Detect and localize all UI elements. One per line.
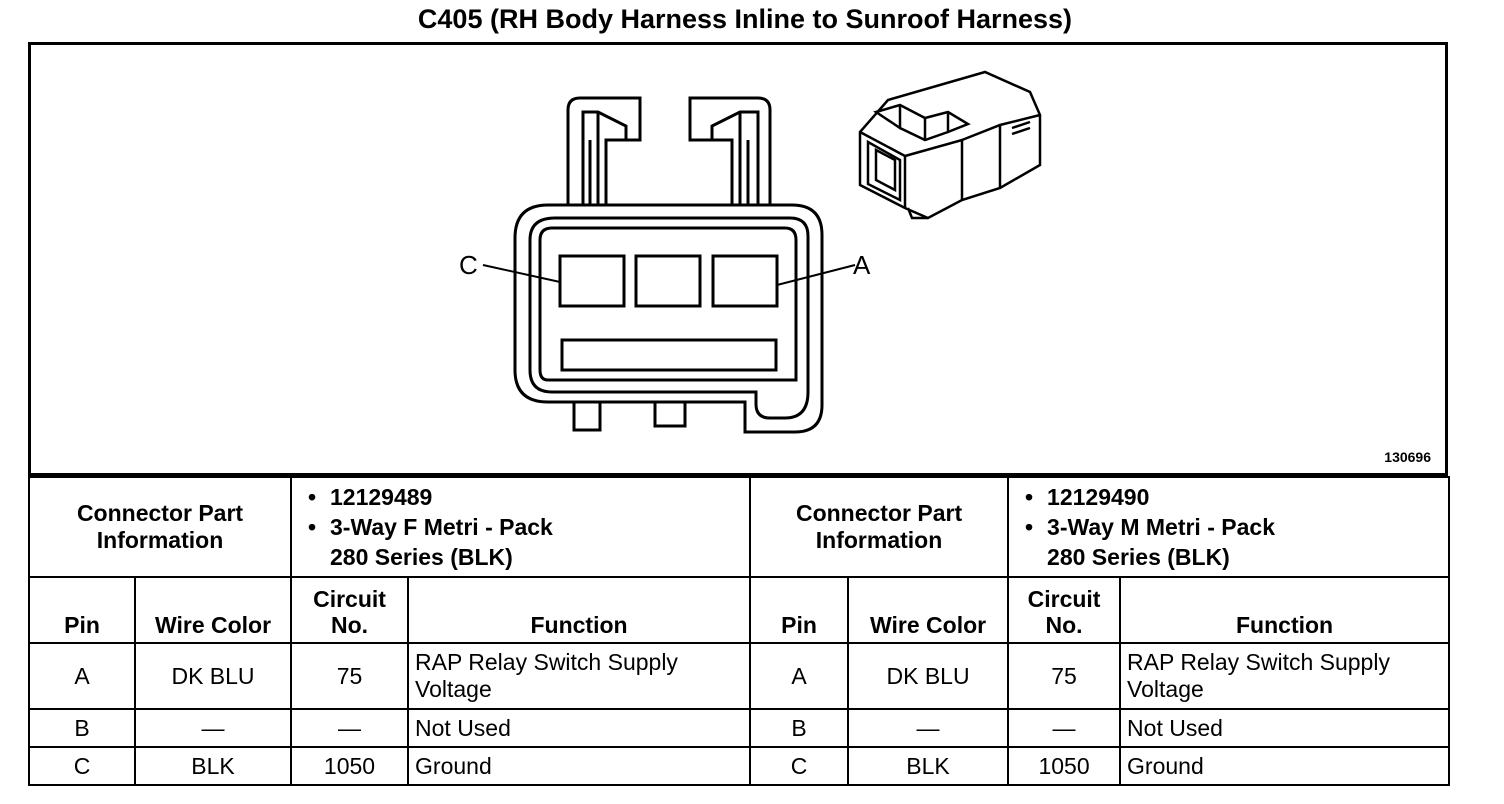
callout-a: A (853, 250, 871, 280)
left-part-number: 12129489 (330, 484, 433, 510)
header-wire-color: Wire Color (133, 576, 293, 644)
function-cell: Ground (1119, 746, 1451, 786)
circuit-cell: — (1007, 708, 1122, 748)
header-row: Pin Wire Color Circuit No. Function Pin … (28, 576, 1451, 644)
circuit-cell: 75 (290, 642, 410, 710)
wire-color-cell: DK BLU (847, 642, 1010, 710)
left-info-label: Connector Part Information (27, 476, 293, 578)
right-part-number: 12129490 (1047, 484, 1150, 510)
wire-color-cell: DK BLU (133, 642, 293, 710)
right-part-series: 280 Series (BLK) (1047, 544, 1230, 570)
wire-color-cell: BLK (133, 746, 293, 786)
function-cell: Not Used (407, 708, 752, 748)
connector-info-row: Connector Part Information •12129489 •3-… (27, 476, 1451, 578)
table-row: A DK BLU 75 RAP Relay Switch Supply Volt… (28, 642, 1451, 710)
pin-cell: B (749, 708, 850, 748)
wire-color-cell: BLK (847, 746, 1010, 786)
circuit-cell: 1050 (290, 746, 410, 786)
pin-cell: A (28, 642, 136, 710)
left-part-series: 280 Series (BLK) (330, 544, 513, 570)
connector-isometric-view (858, 70, 1042, 220)
pin-cell: C (749, 746, 850, 786)
cavity-a (711, 254, 779, 308)
right-part-info: •12129490 •3-Way M Metri - Pack 280 Seri… (1007, 476, 1451, 578)
right-info-label: Connector Part Information (749, 476, 1010, 578)
cavity-b (634, 254, 702, 308)
wire-color-cell: — (847, 708, 1010, 748)
right-part-desc: 3-Way M Metri - Pack (1047, 514, 1275, 540)
header-pin: Pin (28, 576, 136, 644)
page-title: C405 (RH Body Harness Inline to Sunroof … (417, 4, 1073, 34)
connector-diagram-frame: 130696 (28, 42, 1448, 476)
function-cell: RAP Relay Switch Supply Voltage (407, 642, 752, 710)
header-function: Function (407, 576, 752, 644)
pin-cell: B (28, 708, 136, 748)
header-circuit: Circuit No. (1007, 576, 1122, 644)
wire-color-cell: — (133, 708, 293, 748)
header-function: Function (1119, 576, 1451, 644)
header-pin: Pin (749, 576, 850, 644)
function-cell: Not Used (1119, 708, 1451, 748)
pin-cell: A (749, 642, 850, 710)
function-cell: RAP Relay Switch Supply Voltage (1119, 642, 1451, 710)
connector-face-view (482, 96, 856, 434)
left-part-info: •12129489 •3-Way F Metri - Pack 280 Seri… (290, 476, 752, 578)
table-row: B — — Not Used B — — Not Used (28, 708, 1451, 748)
table-row: C BLK 1050 Ground C BLK 1050 Ground (28, 746, 1451, 786)
header-circuit: Circuit No. (290, 576, 410, 644)
pinout-table: Connector Part Information •12129489 •3-… (27, 476, 1451, 786)
function-cell: Ground (407, 746, 752, 786)
circuit-cell: 75 (1007, 642, 1122, 710)
cavity-c (558, 254, 626, 308)
figure-id: 130696 (1384, 449, 1431, 465)
pin-cell: C (28, 746, 136, 786)
callout-c: C (459, 250, 478, 280)
header-wire-color: Wire Color (847, 576, 1010, 644)
left-part-desc: 3-Way F Metri - Pack (330, 514, 553, 540)
circuit-cell: — (290, 708, 410, 748)
circuit-cell: 1050 (1007, 746, 1122, 786)
